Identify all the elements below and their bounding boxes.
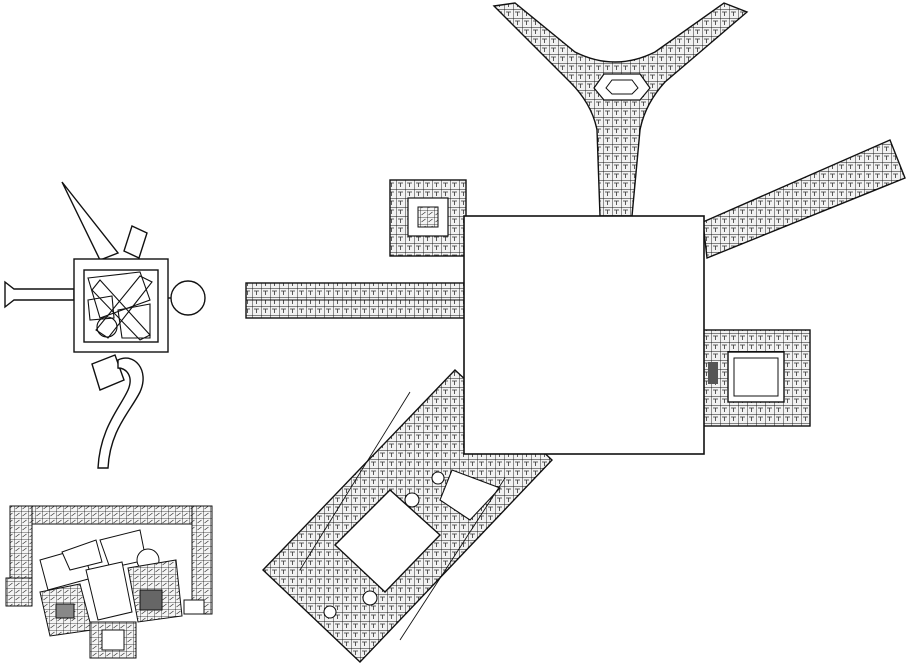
y-shaped-north-wing (492, 2, 749, 217)
east-circle-shape (170, 280, 206, 316)
east-court-pavilion (702, 329, 811, 427)
west-wing (245, 282, 466, 319)
south-square-shape (91, 354, 125, 391)
northwest-court-pavilion (389, 179, 467, 257)
central-block (463, 215, 705, 455)
triangle-shape (61, 181, 120, 261)
southwest-courtyard (333, 489, 442, 593)
small-block-shape (123, 225, 148, 259)
abstract-diagram (4, 181, 206, 469)
northeast-diagonal-wing (702, 139, 906, 259)
main-plan (245, 2, 906, 663)
curved-tail-shape (97, 357, 144, 469)
site-plan (5, 505, 213, 659)
west-arm-shape (4, 280, 75, 309)
inner-collage (87, 271, 153, 341)
